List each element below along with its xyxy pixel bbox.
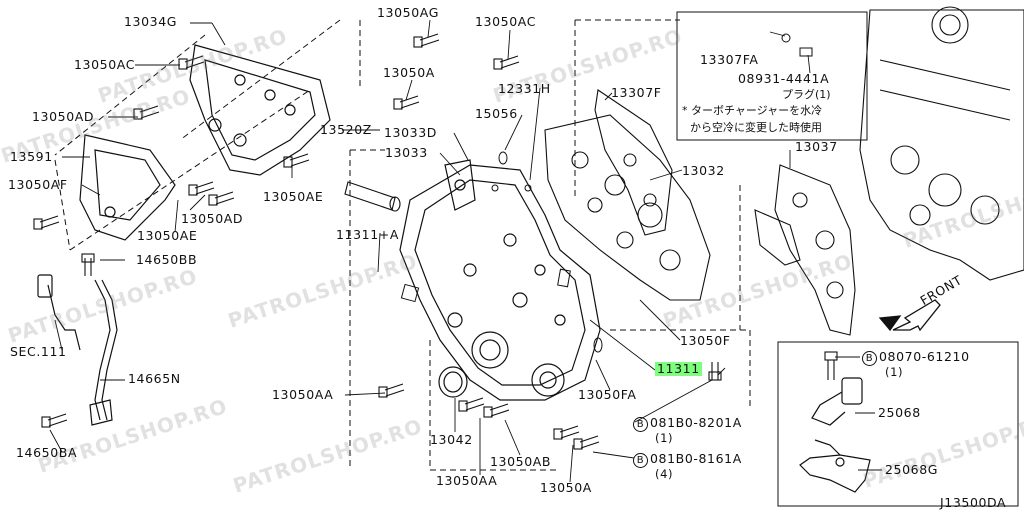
- square-seal-art: [400, 268, 571, 303]
- part-label-13050ac[interactable]: 13050AC: [475, 14, 537, 29]
- part-label-13032[interactable]: 13032: [682, 163, 725, 178]
- dowel-art: [344, 181, 401, 212]
- qty-label: (1): [655, 431, 674, 445]
- dashed-guides: [54, 19, 751, 471]
- part-label-13050aa[interactable]: 13050AA: [436, 473, 498, 488]
- gasket-13307f-art: [594, 89, 673, 236]
- part-label-13050ad[interactable]: 13050AD: [32, 109, 95, 124]
- part-label-15056[interactable]: 15056: [475, 106, 518, 121]
- part-label-13042[interactable]: 13042: [430, 432, 473, 447]
- note-text-2: から空冷に変更した時使用: [690, 121, 822, 134]
- part-label-13050f[interactable]: 13050F: [680, 333, 731, 348]
- part-label-13033d[interactable]: 13033D: [384, 125, 437, 140]
- part-label-11311a[interactable]: 11311+A: [336, 227, 399, 242]
- part-label-13050a[interactable]: 13050A: [540, 480, 592, 495]
- part-label-14650ba[interactable]: 14650BA: [16, 445, 78, 460]
- part-label-13037[interactable]: 13037: [795, 139, 838, 154]
- qty-label: (4): [655, 467, 674, 481]
- part-label-13034g[interactable]: 13034G: [124, 14, 178, 29]
- part-number-text: 08070-61210: [879, 349, 970, 364]
- inset-box-frame: [777, 341, 1019, 507]
- heat-shield-art: [79, 134, 176, 241]
- part-label-13307f[interactable]: 13307F: [611, 85, 662, 100]
- part-label-13050ae[interactable]: 13050AE: [263, 189, 324, 204]
- part-label-13050a[interactable]: 13050A: [383, 65, 435, 80]
- diagram-code: J13500DA: [940, 495, 1007, 510]
- part-label-13307fa[interactable]: 13307FA: [700, 52, 759, 67]
- circle-b-icon: B: [633, 417, 648, 432]
- part-label-11311-highlighted[interactable]: 11311: [655, 361, 702, 376]
- part-label-13050fa[interactable]: 13050FA: [578, 387, 637, 402]
- note-box-frame: [676, 11, 868, 141]
- gasket-13032-art: [544, 114, 711, 301]
- part-label-13050aa[interactable]: 13050AA: [272, 387, 334, 402]
- part-label-08931-4441a[interactable]: 08931-4441A: [738, 71, 830, 86]
- part-number-text: 081B0-8161A: [650, 451, 742, 466]
- part-label-25068[interactable]: 25068: [878, 405, 921, 420]
- oil-seal-art: [438, 366, 468, 398]
- gasket-13037-art: [754, 164, 856, 336]
- engine-block-art: [859, 6, 1024, 281]
- rocker-cover-art: [189, 44, 331, 176]
- leader-lines: [49, 19, 882, 483]
- part-number-text: 081B0-8201A: [650, 415, 742, 430]
- part-label-13520z[interactable]: 13520Z: [320, 122, 372, 137]
- part-label-13050ag[interactable]: 13050AG: [377, 5, 439, 20]
- circle-b-icon: B: [633, 453, 648, 468]
- part-label-14650bb[interactable]: 14650BB: [136, 252, 198, 267]
- qty-label: (1): [885, 365, 904, 379]
- sensor-harness-art: [37, 274, 118, 426]
- part-label-13050ae[interactable]: 13050AE: [137, 228, 198, 243]
- part-label-25068g[interactable]: 25068G: [885, 462, 939, 477]
- part-label-13591[interactable]: 13591: [10, 149, 53, 164]
- front-arrow-icon: [878, 299, 941, 332]
- part-label-13050af[interactable]: 13050AF: [8, 177, 68, 192]
- bolt-icons: [33, 33, 838, 450]
- plug-qty-note: プラグ(1): [782, 88, 831, 101]
- part-label-13050ab[interactable]: 13050AB: [490, 454, 552, 469]
- circle-b-icon: B: [862, 351, 877, 366]
- part-label-12331h[interactable]: 12331H: [498, 81, 551, 96]
- small-parts-art: [491, 33, 813, 353]
- part-label-13033[interactable]: 13033: [385, 145, 428, 160]
- part-label-13050ac[interactable]: 13050AC: [74, 57, 136, 72]
- inset-sensor-art: [799, 377, 871, 493]
- note-line-1: * ターボチャージャーを水冷: [682, 104, 823, 117]
- part-label-sec111[interactable]: SEC.111: [10, 344, 67, 359]
- part-label-13050ad[interactable]: 13050AD: [181, 211, 244, 226]
- note-text-1: ターボチャージャーを水冷: [691, 104, 823, 117]
- part-label-14665n[interactable]: 14665N: [128, 371, 181, 386]
